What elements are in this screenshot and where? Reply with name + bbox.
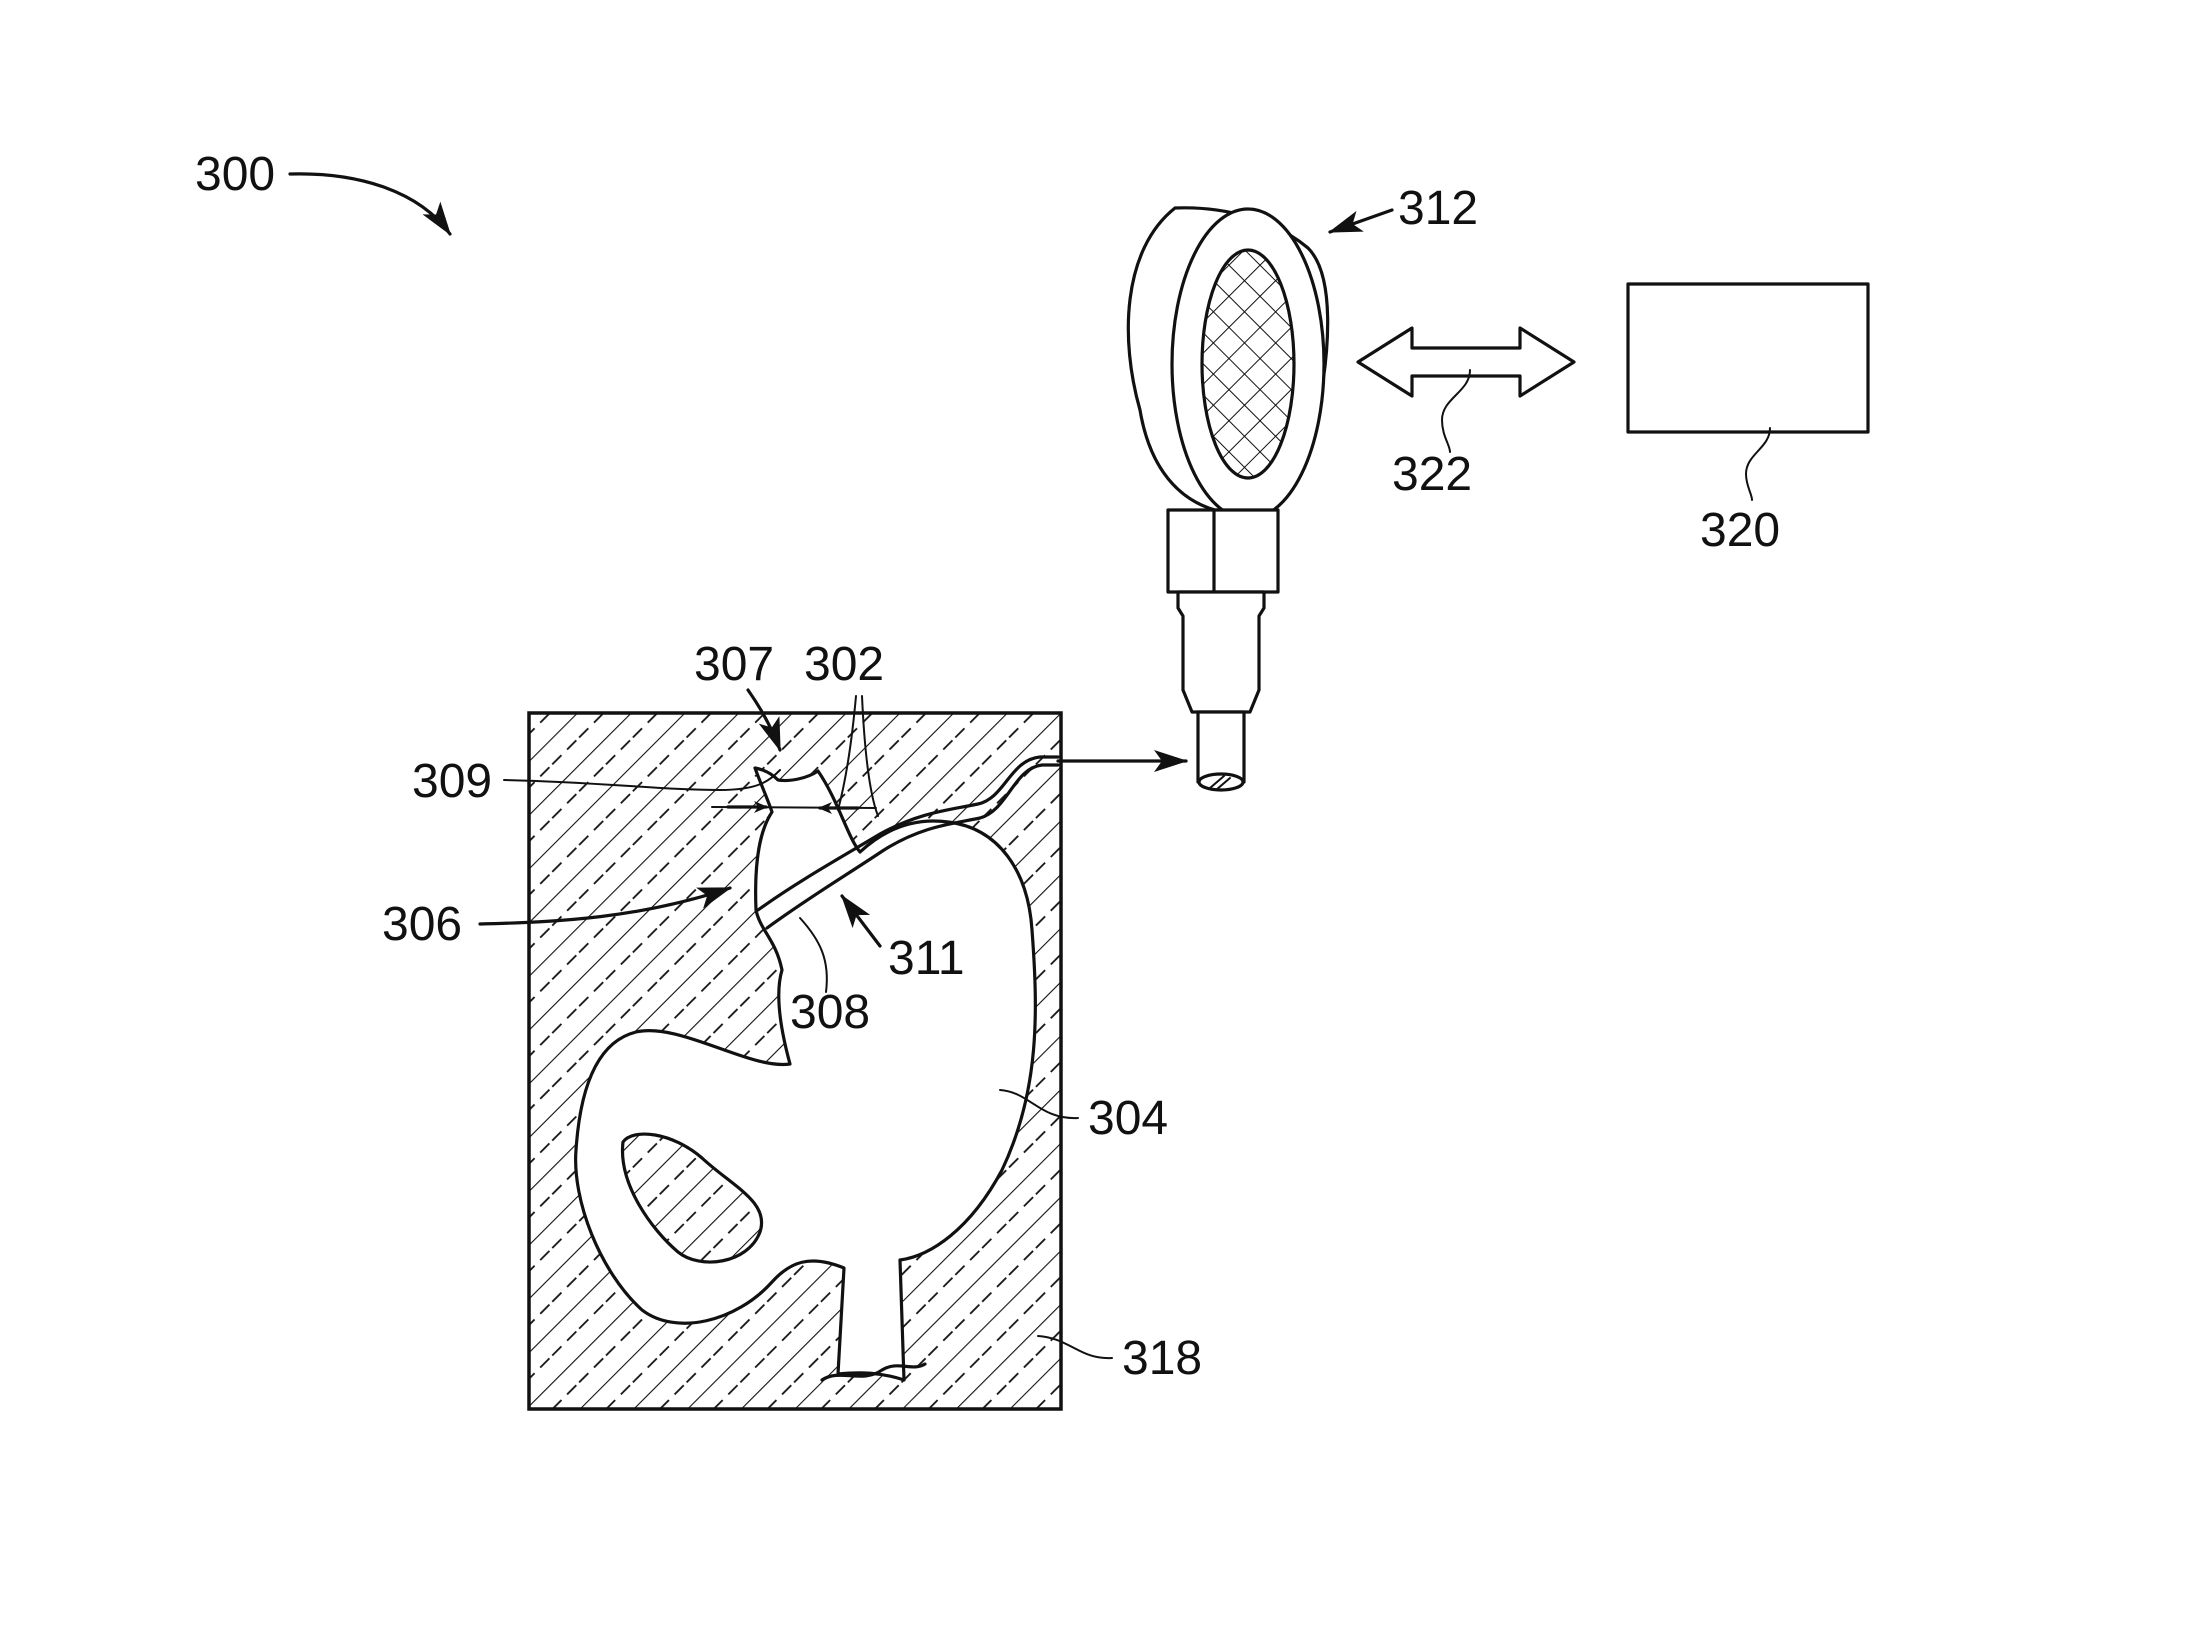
label-311: 311 — [888, 932, 965, 985]
probe-collar — [1168, 510, 1278, 592]
label-320: 320 — [1700, 504, 1780, 557]
processing-unit-box — [1628, 284, 1868, 432]
probe-cable-end — [1199, 774, 1243, 790]
label-306: 306 — [382, 898, 462, 951]
double-headed-arrow — [1358, 328, 1574, 396]
label-308: 308 — [790, 986, 870, 1039]
probe-cable-stub — [1198, 712, 1244, 782]
label-302: 302 — [804, 638, 884, 691]
processing-unit-320: 320 — [1628, 284, 1868, 557]
label-318: 318 — [1122, 1332, 1202, 1385]
label-322: 322 — [1392, 448, 1472, 501]
leader-322 — [1442, 370, 1470, 452]
label-309: 309 — [412, 755, 492, 808]
data-link-322: 322 — [1358, 328, 1574, 501]
leader-arrow-300 — [290, 174, 450, 234]
label-307: 307 — [694, 638, 774, 691]
leader-arrow-312 — [1330, 210, 1392, 232]
label-312: 312 — [1398, 182, 1478, 235]
reference-300: 300 — [195, 148, 450, 234]
leader-320 — [1746, 428, 1770, 500]
label-304: 304 — [1088, 1092, 1168, 1145]
transducer-array — [1202, 250, 1294, 478]
gauge-309 — [712, 807, 876, 808]
label-300: 300 — [195, 148, 275, 201]
probe-neck — [1178, 592, 1264, 712]
